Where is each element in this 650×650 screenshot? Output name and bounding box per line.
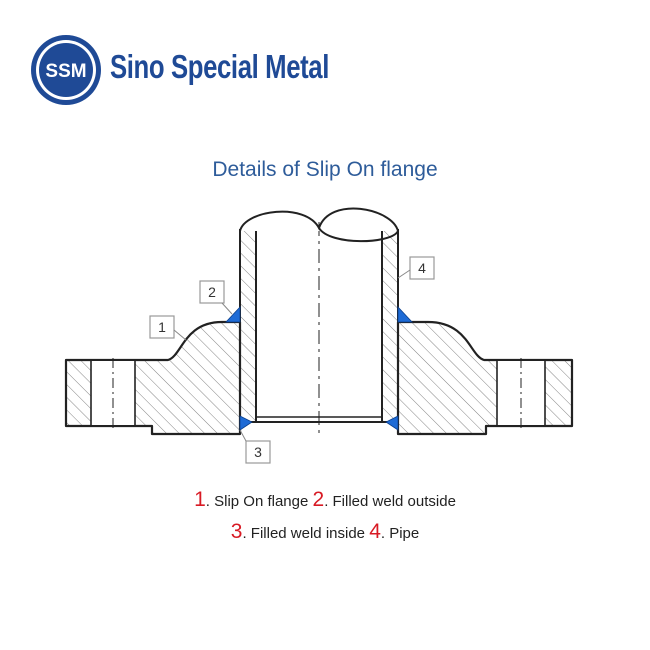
callout-4-label: 4 (418, 260, 426, 276)
ssm-badge-icon: SSM (31, 35, 101, 105)
callout-3: 3 (239, 429, 271, 464)
callout-1-label: 1 (158, 319, 166, 335)
legend-num-2: 2 (312, 488, 325, 511)
legend-num-1: 1 (194, 488, 206, 511)
weld-outside-left (225, 305, 241, 323)
weld-inside-right (385, 415, 399, 431)
flange-right-section (396, 320, 574, 436)
company-logo: SSM Sino Special Metal (30, 34, 329, 106)
legend-label-4: . Pipe (380, 525, 420, 542)
weld-outside-right (397, 305, 413, 323)
flange-diagram: 1 2 3 4 (64, 207, 574, 464)
logo-text: SSM (45, 61, 86, 82)
pipe-wall-right (381, 229, 399, 423)
legend-label-1: . Slip On flange (205, 493, 313, 510)
callout-3-label: 3 (254, 444, 262, 460)
legend-line-1: 1. Slip On flange 2. Filled weld outside (0, 488, 650, 512)
pipe-top-curve (239, 207, 399, 232)
legend-label-2: . Filled weld outside (324, 493, 456, 510)
callout-2-label: 2 (208, 284, 216, 300)
callout-1: 1 (149, 315, 187, 341)
callout-4: 4 (397, 256, 435, 280)
legend-num-3: 3 (230, 520, 243, 543)
legend-label-3: . Filled weld inside (242, 525, 370, 542)
pipe-wall-left (239, 229, 257, 423)
legend-num-4: 4 (369, 520, 381, 543)
legend-line-2: 3. Filled weld inside 4. Pipe (0, 520, 650, 544)
diagram-title: Details of Slip On flange (212, 158, 438, 181)
weld-inside-left (239, 415, 253, 431)
brand-name: Sino Special Metal (110, 48, 329, 85)
callout-2: 2 (199, 280, 233, 315)
